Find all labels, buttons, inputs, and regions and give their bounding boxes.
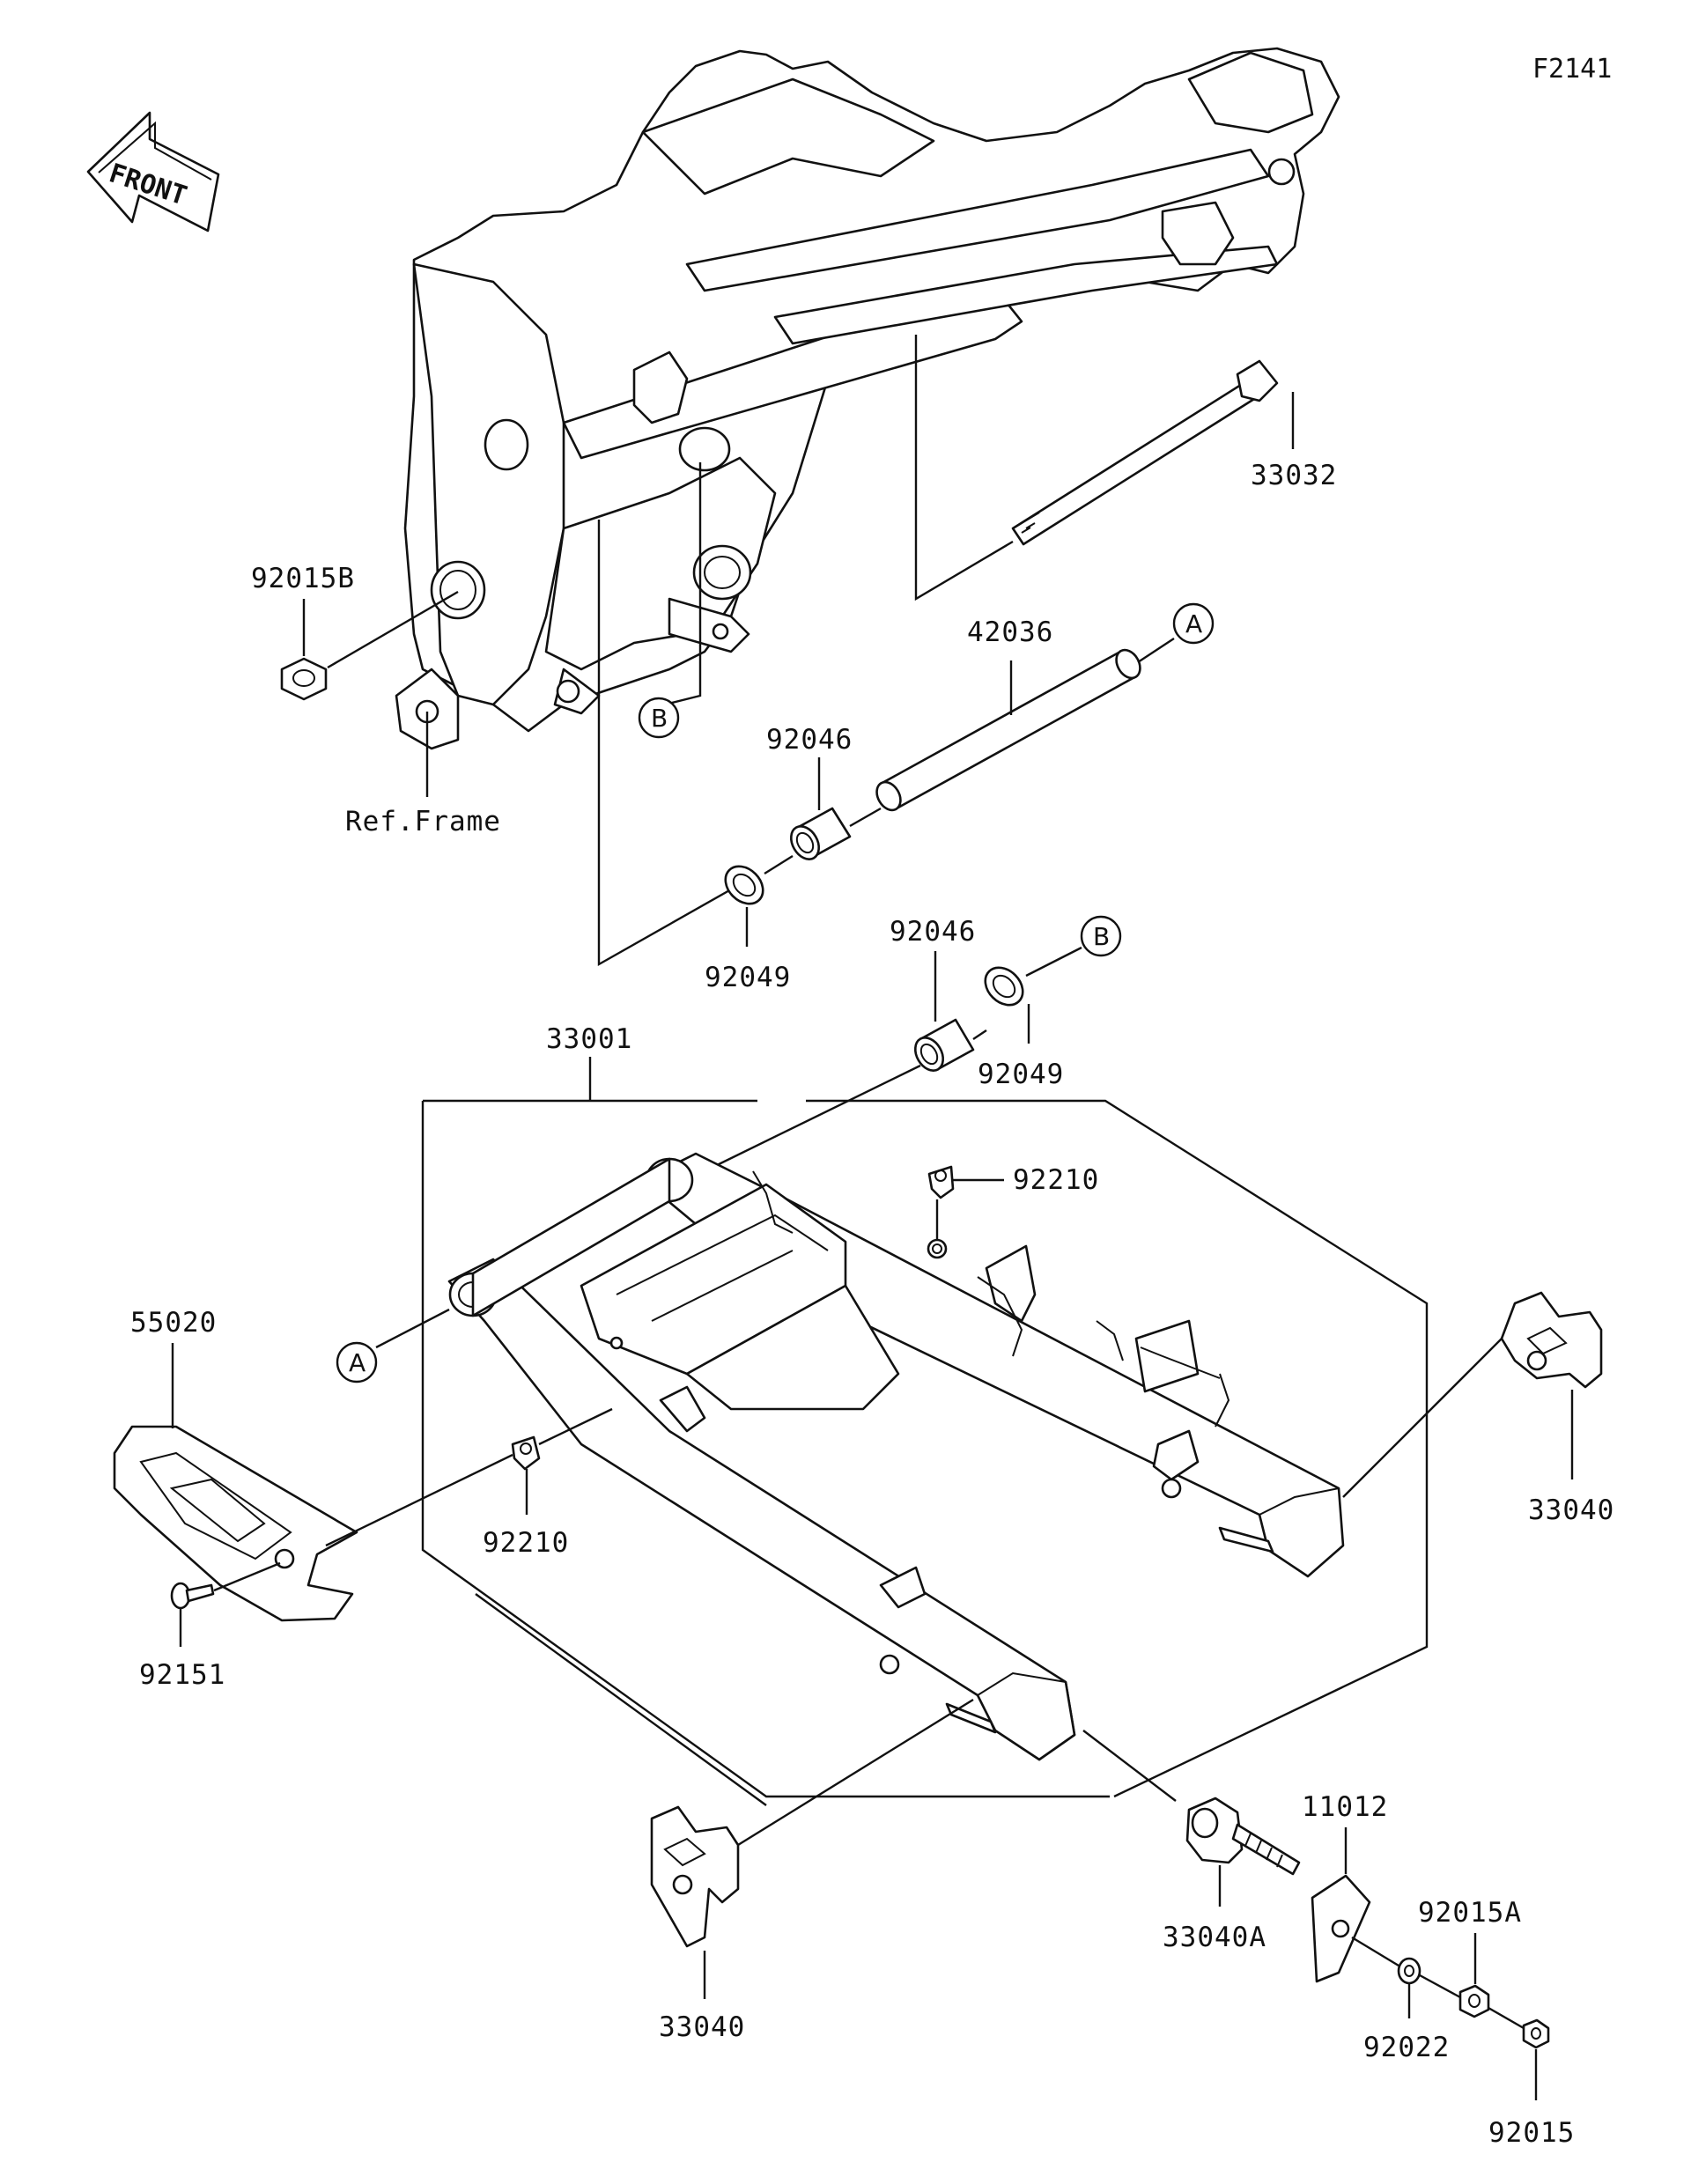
callout-b-lower [1080,915,1122,957]
label-42036: 42036 [967,616,1053,648]
callout-a-upper-text: A [1185,609,1202,638]
washer-92022 [1397,1957,1421,1985]
label-92151: 92151 [139,1659,225,1691]
label-11012: 11012 [1302,1791,1388,1823]
adjuster-plate-33040-right [1500,1291,1603,1389]
sleeve-42036 [875,648,1141,812]
bolt-92151 [170,1582,215,1610]
pivot-shaft-33032 [1011,359,1279,546]
callout-b-upper-text: B [651,704,668,733]
callout-a-upper [1172,602,1215,645]
callout-b-lower-text: B [1093,922,1110,951]
label-33040a: 33040A [1163,1922,1266,1953]
main-frame [395,47,1340,750]
label-92015b: 92015B [251,563,355,594]
label-92015: 92015 [1488,2117,1575,2149]
ref-frame-label: Ref.Frame [345,806,501,837]
seal-92049-upper [724,865,764,905]
label-33040-bottom: 33040 [659,2011,745,2043]
adjuster-plate-33040-bottom [650,1805,740,1948]
chain-guard-55020 [113,1425,358,1622]
bearing-92046-upper [789,807,852,860]
label-33032: 33032 [1251,460,1337,491]
nut-92015 [1522,2018,1550,2049]
label-92046-lower: 92046 [890,916,976,948]
nut-92015a [1458,1984,1490,2018]
label-92015a: 92015A [1418,1897,1522,1929]
adjuster-33040a [1185,1797,1301,1876]
fitting-92210-upper [927,1165,955,1199]
label-33001: 33001 [546,1023,632,1055]
callout-b-upper [638,697,680,739]
figure-id: F2141 [1532,54,1612,85]
seal-92049-lower [984,966,1024,1007]
label-55020: 55020 [130,1307,217,1339]
callout-a-lower [336,1341,378,1383]
label-92022: 92022 [1363,2032,1450,2063]
label-92049-lower: 92049 [978,1059,1064,1090]
label-92046-upper: 92046 [766,724,853,756]
label-92210-upper: 92210 [1013,1164,1099,1196]
bearing-92046-lower [913,1018,975,1072]
nut-92015b [280,657,328,701]
front-arrow-icon: FRONT [86,111,220,232]
plate-11012 [1311,1874,1371,1983]
label-92049-upper: 92049 [705,962,791,993]
swing-arm-33001 [447,1152,1345,1761]
fitting-92210-lower [511,1435,541,1471]
label-33040-right: 33040 [1528,1494,1614,1526]
label-92210-lower: 92210 [483,1527,569,1559]
callout-a-lower-text: A [349,1348,366,1377]
